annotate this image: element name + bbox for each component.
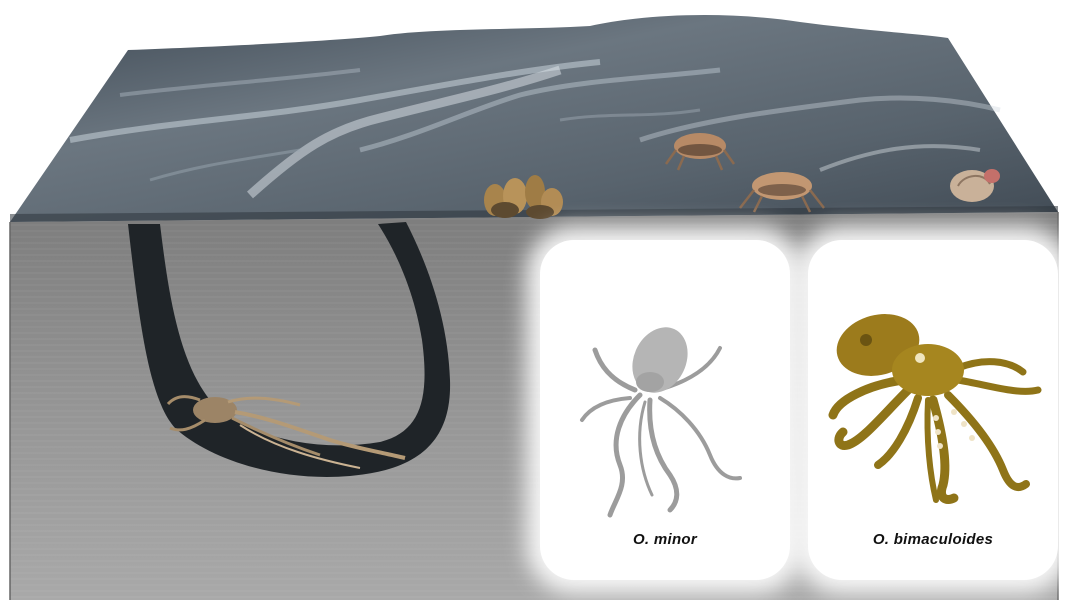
o-minor-octopus-icon [540, 240, 790, 580]
o-bimaculoides-octopus-icon [808, 240, 1058, 580]
species-panel-o-minor: O. minor [540, 240, 790, 580]
species-label-o-minor: O. minor [540, 531, 790, 548]
species-label-o-bimaculoides: O. bimaculoides [808, 531, 1058, 548]
species-panel-o-bimaculoides: O. bimaculoides [808, 240, 1058, 580]
